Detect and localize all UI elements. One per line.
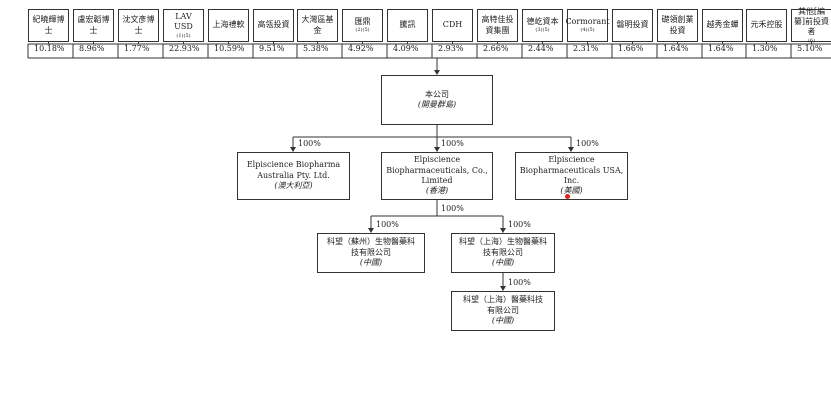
ownership-label-suzhou: 100%	[376, 220, 399, 229]
ownership-label-australia: 100%	[298, 139, 321, 148]
shareholding-percentage: 10.18%	[34, 44, 65, 53]
shareholder-box: 其他[編纂]前投資者(6)	[791, 6, 831, 44]
shareholder-name: 高瓴投資	[257, 20, 290, 30]
shareholder-footnote: (2)(5)	[355, 27, 370, 34]
shareholding-percentage: 5.10%	[797, 44, 823, 53]
shareholding-percentage: 22.93%	[169, 44, 200, 53]
shareholder-name: 礎領創業投資	[661, 15, 694, 35]
shareholding-percentage: 5.38%	[303, 44, 329, 53]
shareholding-percentage: 1.64%	[663, 44, 689, 53]
shareholder-box: 匯鼎(2)(5)	[342, 9, 383, 42]
shareholding-percentage: 1.66%	[618, 44, 644, 53]
shareholding-percentage: 2.31%	[573, 44, 599, 53]
shareholding-percentage: 8.96%	[79, 44, 105, 53]
company-jurisdiction: (開曼群島)	[417, 100, 457, 109]
subsidiary-jurisdiction: (中國)	[491, 258, 515, 268]
shareholder-box: 沈文彥博士	[118, 9, 159, 42]
shareholder-box: 高瓴投資	[253, 9, 294, 42]
shareholder-name: CDH	[442, 20, 463, 30]
shareholder-footnote: (1)(5)	[176, 32, 191, 39]
shareholder-box: 騰訊	[387, 9, 428, 42]
subsidiary-jurisdiction: (香港)	[425, 186, 449, 196]
subsidiary-jurisdiction: (澳大利亞)	[274, 181, 313, 191]
shareholding-percentage: 2.93%	[438, 44, 464, 53]
subsidiary-jurisdiction: (中國)	[491, 316, 515, 326]
subsidiary-name: Elpiscience Biopharmaceuticals USA, Inc.	[519, 155, 624, 185]
subsidiary-name: Elpiscience Biopharma Australia Pty. Ltd…	[246, 160, 341, 180]
shareholder-name: 匯鼎	[354, 17, 371, 27]
subsidiary-box-usa: Elpiscience Biopharmaceuticals USA, Inc.…	[515, 152, 628, 200]
shareholder-name: 高特佳投資集團	[481, 15, 514, 35]
shareholding-percentage: 4.09%	[393, 44, 419, 53]
shareholder-box: LAV USD(1)(5)	[163, 9, 204, 42]
subsidiary-name: Elpiscience Biopharmaceuticals, Co., Lim…	[386, 155, 488, 185]
shareholding-percentage: 2.66%	[483, 44, 509, 53]
shareholder-box: CDH	[432, 9, 473, 42]
subsidiary-name: 科望（上海）醫藥科技有限公司	[463, 295, 543, 315]
red-marker-dot	[565, 194, 570, 199]
subsidiary-jurisdiction: (中國)	[359, 258, 383, 268]
shareholding-percentage: 1.30%	[752, 44, 778, 53]
subsidiary-box-suzhou: 科望（蘇州）生物醫藥科技有限公司 (中國)	[317, 233, 425, 273]
shareholder-box: 越秀金蟬	[702, 9, 743, 42]
ownership-label-shanghai: 100%	[508, 220, 531, 229]
shareholder-name: 磐明投資	[616, 20, 649, 30]
shareholding-percentage: 2.44%	[528, 44, 554, 53]
shareholder-name: 上海禮軟	[212, 20, 245, 30]
shareholder-name: 沈文彥博士	[122, 15, 155, 35]
shareholder-box: 磐明投資	[612, 9, 653, 42]
subsidiary-name: 科望（上海）生物醫藥科技有限公司	[459, 237, 547, 257]
shareholder-footnote: (4)(5)	[580, 27, 595, 34]
shareholder-box: 紀曉輝博士	[28, 9, 69, 42]
ownership-label-hk-down: 100%	[441, 204, 464, 213]
subsidiary-box-shanghai: 科望（上海）生物醫藥科技有限公司 (中國)	[451, 233, 555, 273]
shareholding-percentage: 1.64%	[708, 44, 734, 53]
subsidiary-box-shanghai-pharma: 科望（上海）醫藥科技有限公司 (中國)	[451, 291, 555, 331]
shareholder-name: 盧宏韜博士	[77, 15, 110, 35]
shareholding-percentage: 4.92%	[348, 44, 374, 53]
shareholder-footnote: (6)	[807, 37, 816, 44]
shareholder-name: 其他[編纂]前投資者	[793, 6, 830, 37]
shareholder-name: 德屹資本	[526, 17, 559, 27]
shareholder-name: LAV USD	[174, 11, 193, 32]
shareholder-name: 越秀金蟬	[706, 20, 739, 30]
shareholding-percentage: 1.77%	[124, 44, 150, 53]
shareholder-box: 德屹資本(3)(5)	[522, 9, 563, 42]
shareholder-footnote: (3)(5)	[535, 27, 550, 34]
company-name: 本公司	[425, 89, 449, 99]
ownership-label-usa: 100%	[576, 139, 599, 148]
ownership-label-hongkong: 100%	[441, 139, 464, 148]
shareholding-percentage: 10.59%	[214, 44, 245, 53]
shareholder-box: 上海禮軟	[208, 9, 249, 42]
shareholder-box: 盧宏韜博士	[73, 9, 114, 42]
shareholder-name: 紀曉輝博士	[32, 15, 65, 35]
shareholder-name: 大灣區基金	[301, 15, 334, 35]
shareholder-box: Cormorant(4)(5)	[565, 9, 610, 42]
shareholder-box: 元禾控股	[746, 9, 787, 42]
shareholder-box: 礎領創業投資	[657, 9, 698, 42]
shareholder-box: 大灣區基金	[297, 9, 338, 42]
subsidiary-box-hongkong: Elpiscience Biopharmaceuticals, Co., Lim…	[381, 152, 493, 200]
subsidiary-jurisdiction: (美國)	[560, 186, 583, 196]
shareholding-percentage: 9.51%	[259, 44, 285, 53]
subsidiary-box-australia: Elpiscience Biopharma Australia Pty. Ltd…	[237, 152, 350, 200]
shareholder-box: 高特佳投資集團	[477, 9, 518, 42]
shareholder-name: 騰訊	[399, 20, 416, 30]
shareholder-name: Cormorant	[565, 17, 610, 27]
ownership-label-shanghai-pharma: 100%	[508, 278, 531, 287]
subsidiary-name: 科望（蘇州）生物醫藥科技有限公司	[327, 237, 415, 257]
shareholder-name: 元禾控股	[750, 20, 783, 30]
company-box: 本公司 (開曼群島)	[381, 75, 493, 125]
